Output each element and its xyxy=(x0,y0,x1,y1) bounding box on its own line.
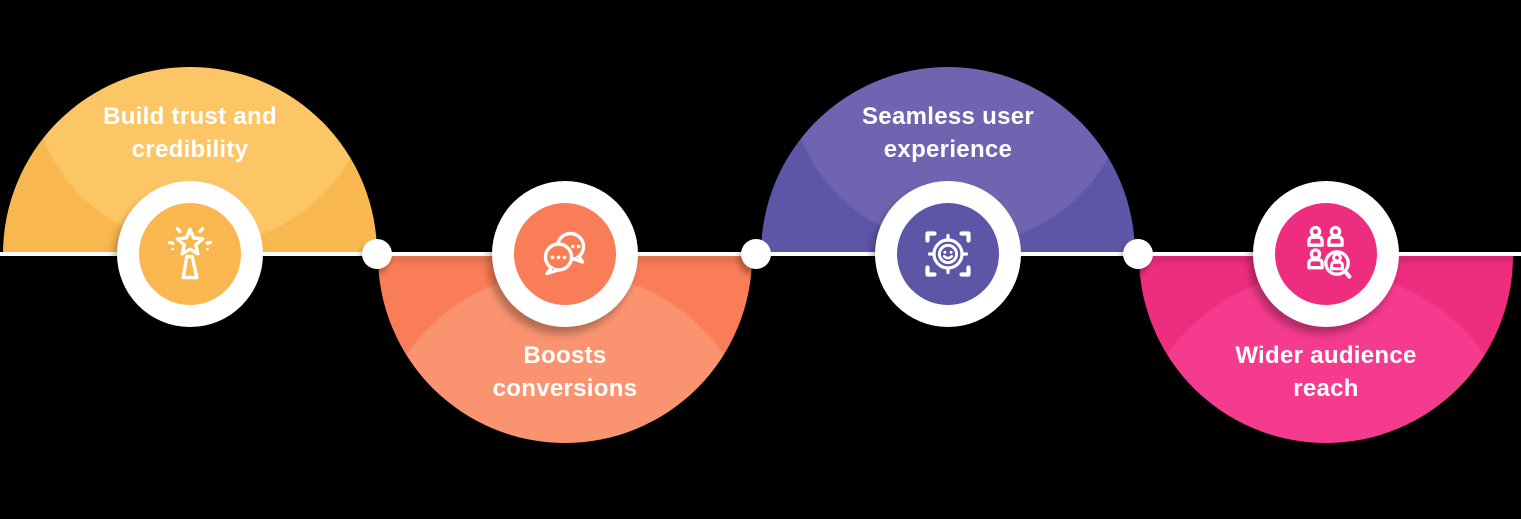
sparkle-dot xyxy=(171,247,174,251)
target-smiley-icon xyxy=(925,231,971,277)
icon-badge-inner xyxy=(139,203,241,305)
icon-badge xyxy=(492,181,638,327)
smiley-eye xyxy=(943,250,947,254)
step-label: Wider audience reach xyxy=(1235,342,1417,402)
audience-search-icon xyxy=(1307,225,1352,279)
chat-bubbles-icon xyxy=(543,231,586,276)
icon-badge xyxy=(875,181,1021,327)
icon-badge xyxy=(117,181,263,327)
smiley-eye xyxy=(949,250,953,254)
magic-wand-icon xyxy=(167,227,213,280)
icon-badge-inner xyxy=(514,203,616,305)
icon-badge-inner xyxy=(1275,203,1377,305)
icon-badge-inner xyxy=(897,203,999,305)
connector-dot xyxy=(741,239,771,269)
connector-dot xyxy=(362,239,392,269)
step-label: Boosts conversions xyxy=(492,342,638,402)
step-label: Seamless user experience xyxy=(861,103,1035,163)
connector-dot xyxy=(1123,239,1153,269)
step-label: Build trust and credibility xyxy=(103,103,277,163)
icon-badge xyxy=(1253,181,1399,327)
sparkle-dot xyxy=(206,247,209,251)
